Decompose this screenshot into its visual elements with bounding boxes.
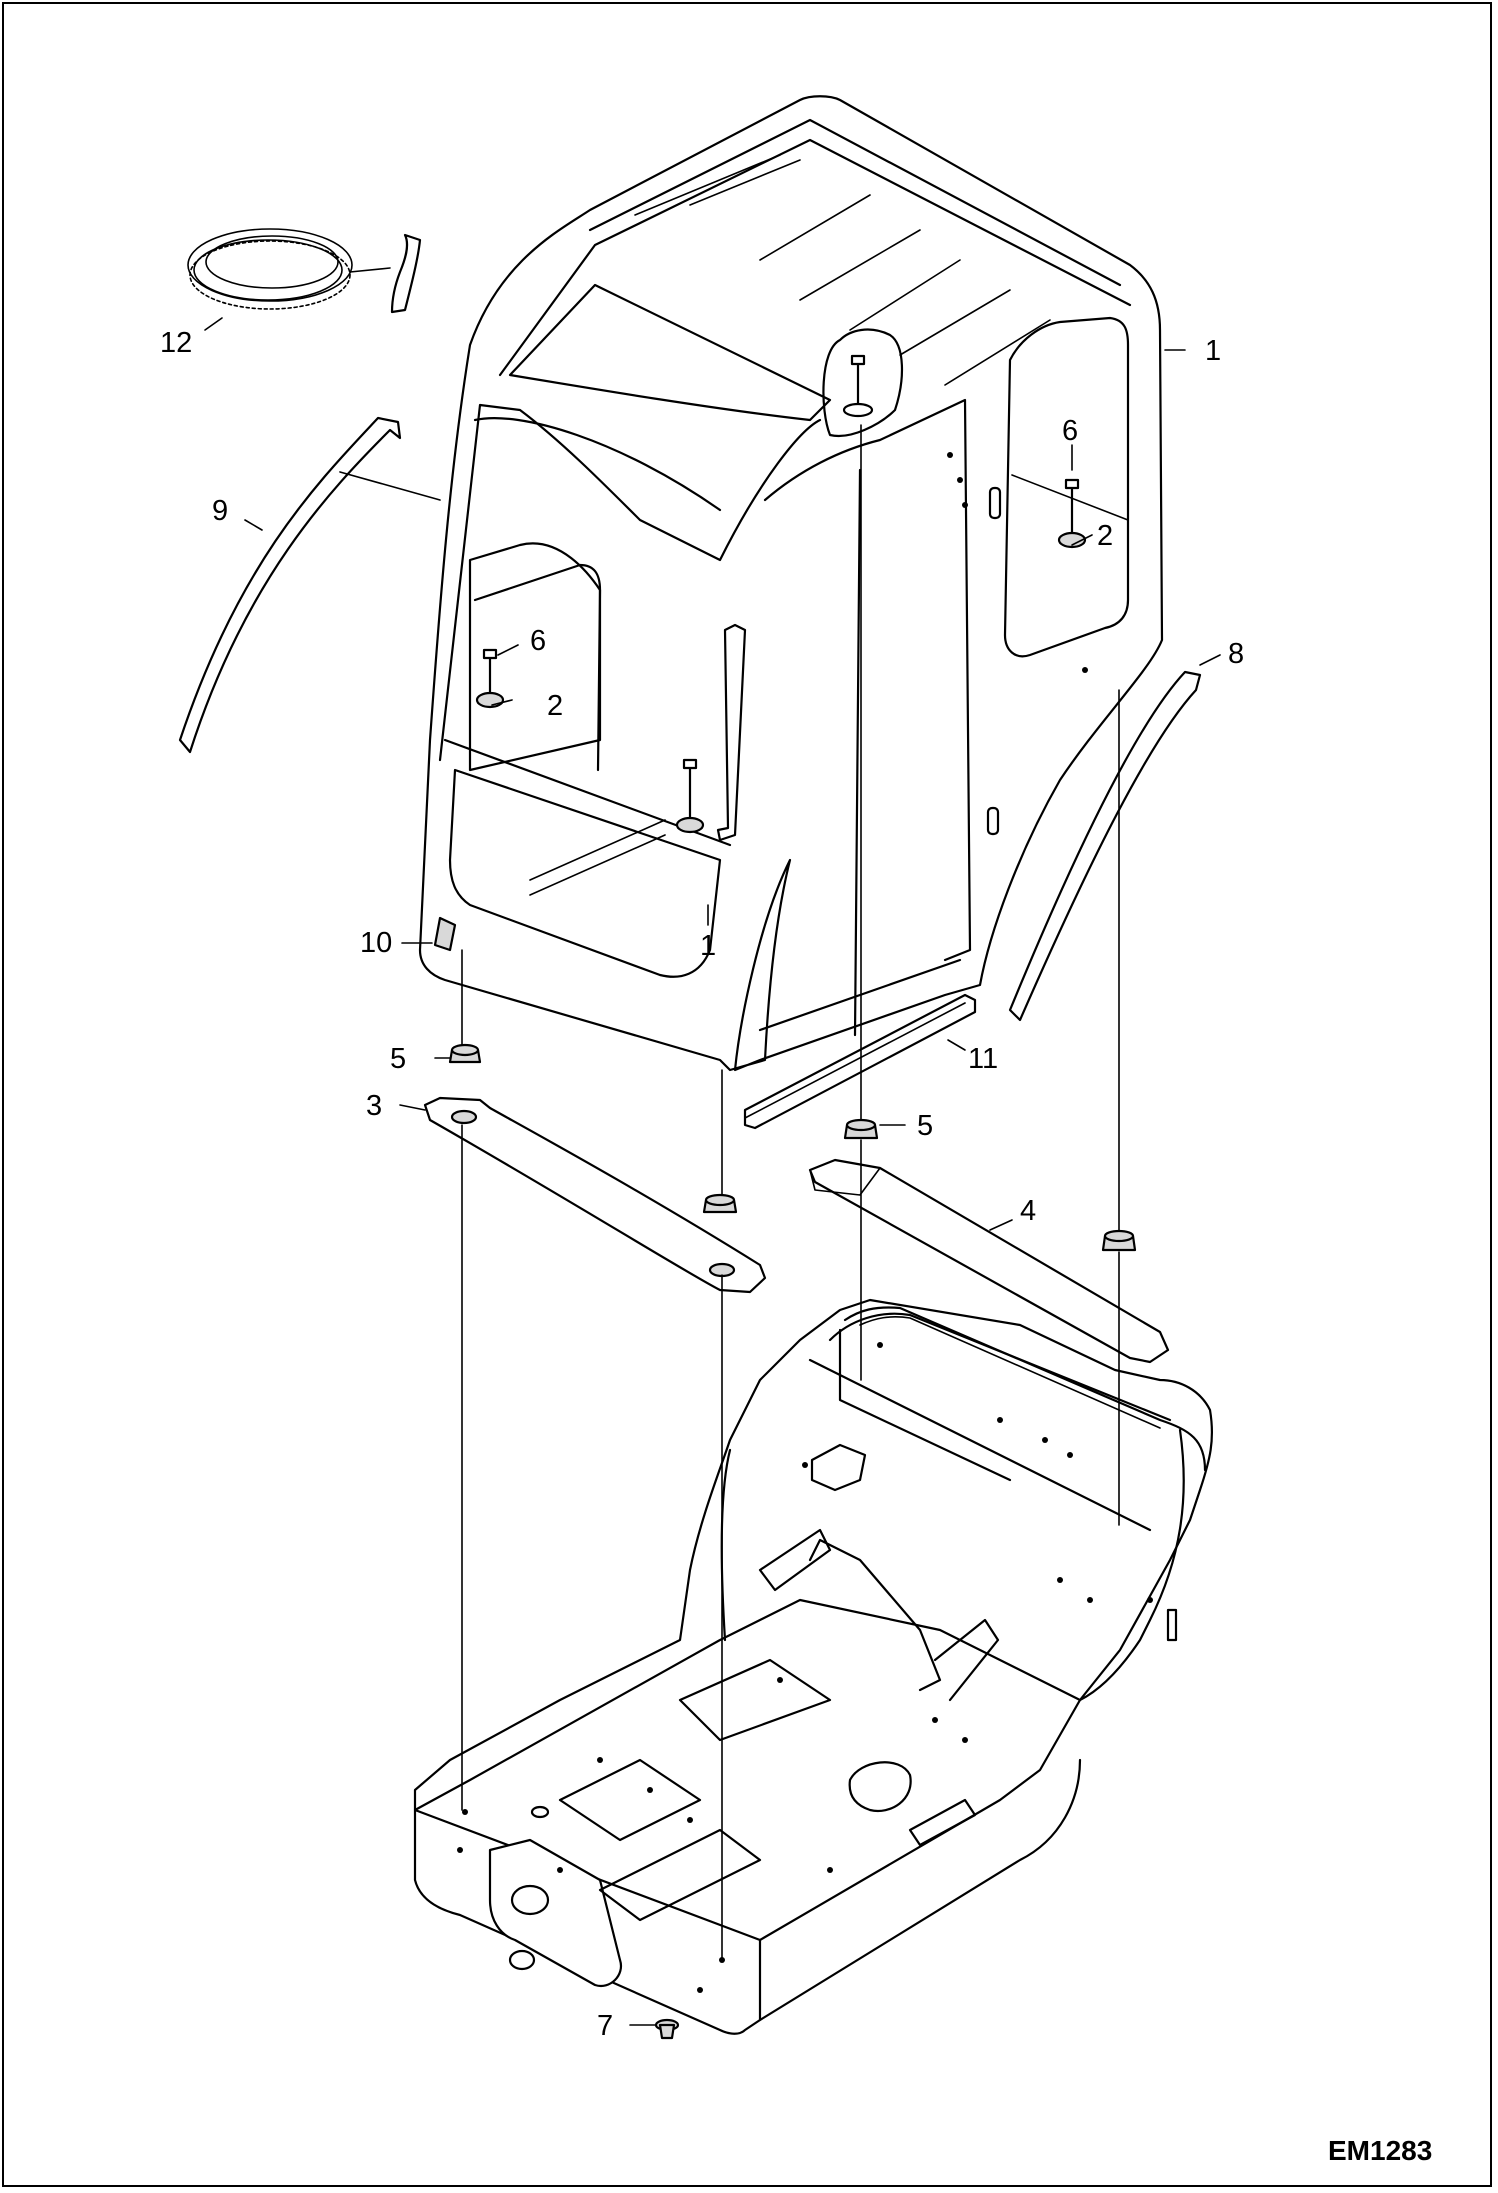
callout-2b: 2: [547, 690, 563, 722]
drawing-code: EM1283: [1328, 2135, 1432, 2166]
callout-2a: 2: [1097, 520, 1113, 552]
cab-assembly: [418, 95, 1164, 1072]
bar-4: [808, 1158, 1170, 1364]
callout-6a: 6: [1062, 415, 1078, 447]
trim-strip-9: [178, 416, 441, 754]
callout-7: 7: [597, 2010, 613, 2042]
trim-strip-8: [1008, 670, 1202, 1022]
callout-10: 10: [360, 927, 392, 959]
bolt-7: [654, 2018, 680, 2040]
callout-5a: 5: [390, 1043, 406, 1075]
plate-3: [423, 1096, 767, 1294]
callout-11: 11: [968, 1043, 998, 1075]
door-seal-coil-12: [187, 228, 422, 314]
callout-8: 8: [1228, 638, 1244, 670]
callout-3: 3: [366, 1090, 382, 1122]
callout-1a: 1: [1205, 335, 1221, 367]
callout-9: 9: [212, 495, 228, 527]
mount-bolts-6: [482, 354, 1080, 822]
chassis-base-frame: [413, 1298, 1214, 2035]
assembly-alignment-lines: [461, 424, 1120, 1961]
callout-labels: 1 1 2 2 3 4 5 5 6 6 7 8 9 10 11 12 EM128…: [160, 327, 1432, 2166]
strip-10: [433, 916, 457, 952]
washers-2: [475, 531, 1087, 834]
callout-5b: 5: [917, 1110, 933, 1142]
callout-4: 4: [1020, 1195, 1036, 1227]
callout-1b: 1: [700, 930, 716, 962]
channel-11: [743, 993, 977, 1130]
callout-12: 12: [160, 327, 192, 359]
callout-leaders: [204, 317, 1221, 2026]
callout-6b: 6: [530, 625, 546, 657]
